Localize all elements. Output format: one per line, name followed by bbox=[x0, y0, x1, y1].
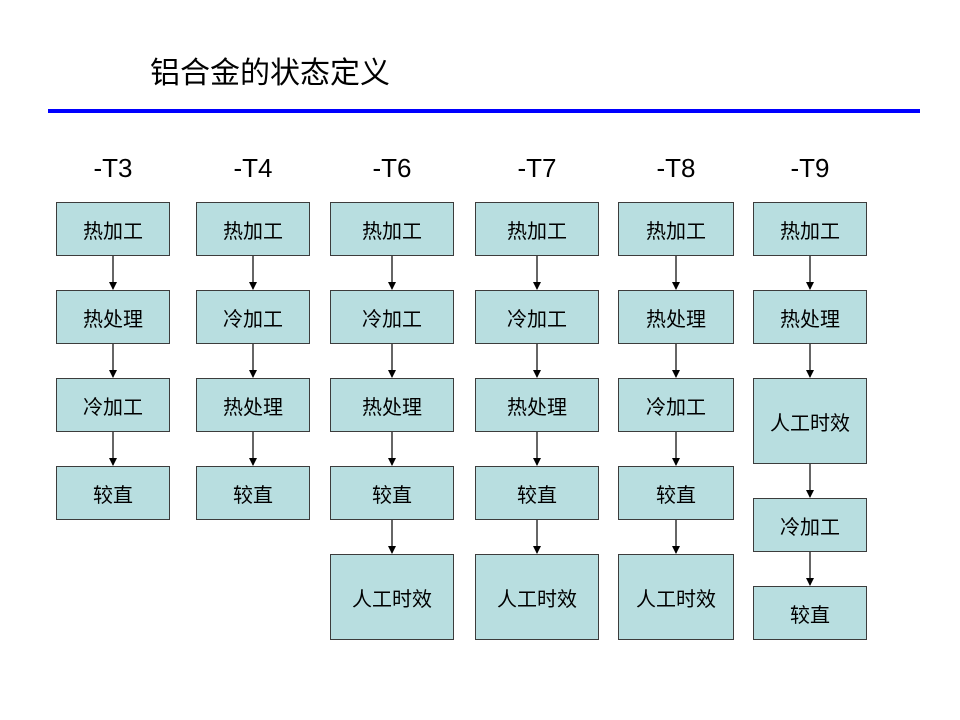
step-box-t6-4: 较直 bbox=[330, 466, 454, 520]
step-box-t3-3: 冷加工 bbox=[56, 378, 170, 432]
temper-label-t3: -T3 bbox=[93, 153, 133, 183]
step-box-t9-5: 较直 bbox=[753, 586, 867, 640]
step-box-t7-3: 热处理 bbox=[475, 378, 599, 432]
step-box-t9-2: 热处理 bbox=[753, 290, 867, 344]
step-box-t6-2: 冷加工 bbox=[330, 290, 454, 344]
step-box-t3-2: 热处理 bbox=[56, 290, 170, 344]
step-box-t3-4: 较直 bbox=[56, 466, 170, 520]
step-box-t4-2: 冷加工 bbox=[196, 290, 310, 344]
page-title: 铝合金的状态定义 bbox=[150, 56, 390, 91]
step-box-t4-1: 热加工 bbox=[196, 202, 310, 256]
step-box-t8-1: 热加工 bbox=[618, 202, 734, 256]
temper-label-t4: -T4 bbox=[233, 153, 273, 183]
step-box-t6-1: 热加工 bbox=[330, 202, 454, 256]
step-box-t4-4: 较直 bbox=[196, 466, 310, 520]
step-box-t9-4: 冷加工 bbox=[753, 498, 867, 552]
step-box-t7-2: 冷加工 bbox=[475, 290, 599, 344]
step-box-t8-5: 人工时效 bbox=[618, 554, 734, 640]
step-box-t7-1: 热加工 bbox=[475, 202, 599, 256]
step-box-t9-3: 人工时效 bbox=[753, 378, 867, 464]
temper-label-t7: -T7 bbox=[517, 153, 557, 183]
step-box-t8-4: 较直 bbox=[618, 466, 734, 520]
step-box-t4-3: 热处理 bbox=[196, 378, 310, 432]
step-box-t6-5: 人工时效 bbox=[330, 554, 454, 640]
temper-label-t9: -T9 bbox=[790, 153, 830, 183]
step-box-t7-4: 较直 bbox=[475, 466, 599, 520]
step-box-t8-2: 热处理 bbox=[618, 290, 734, 344]
temper-label-t6: -T6 bbox=[372, 153, 412, 183]
temper-label-t8: -T8 bbox=[656, 153, 696, 183]
step-box-t7-5: 人工时效 bbox=[475, 554, 599, 640]
step-box-t6-3: 热处理 bbox=[330, 378, 454, 432]
title-divider bbox=[48, 109, 920, 113]
step-box-t3-1: 热加工 bbox=[56, 202, 170, 256]
step-box-t9-1: 热加工 bbox=[753, 202, 867, 256]
step-box-t8-3: 冷加工 bbox=[618, 378, 734, 432]
